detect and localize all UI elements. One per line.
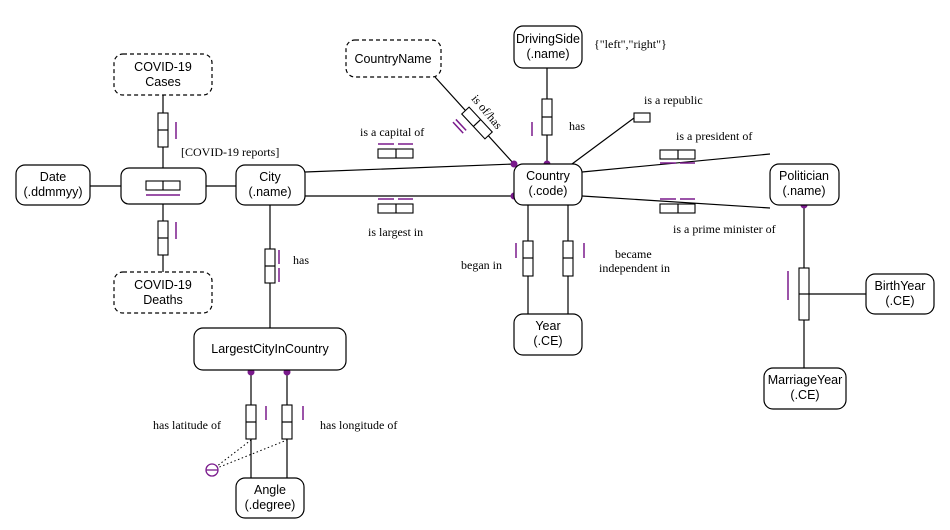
label-became: became (615, 247, 652, 261)
svg-text:Year: Year (535, 319, 560, 333)
svg-text:COVID-19: COVID-19 (134, 60, 192, 74)
svg-text:BirthYear: BirthYear (875, 279, 926, 293)
label-has-longitude-of: has longitude of (320, 418, 397, 432)
fact-labels: [COVID-19 reports] is a capital of is la… (153, 37, 776, 432)
entity-covid-cases: COVID-19 Cases (113, 53, 213, 96)
label-city-has: has (293, 253, 309, 267)
label-began-in: began in (461, 258, 502, 272)
svg-text:(.name): (.name) (526, 47, 569, 61)
svg-text:(.name): (.name) (248, 185, 291, 199)
svg-text:(.CE): (.CE) (533, 334, 562, 348)
label-driving-values: {"left","right"} (594, 37, 667, 51)
svg-text:(.name): (.name) (782, 184, 825, 198)
svg-text:CountryName: CountryName (354, 52, 431, 66)
entity-politician: Politician (.name) (769, 163, 840, 206)
label-has-latitude-of: has latitude of (153, 418, 221, 432)
entity-city: City (.name) (235, 164, 306, 206)
label-is-largest-in: is largest in (368, 225, 423, 239)
label-independent-in: independent in (599, 261, 670, 275)
label-is-capital-of: is a capital of (360, 125, 424, 139)
entity-birth-year: BirthYear (.CE) (865, 273, 935, 315)
svg-text:Date: Date (40, 170, 66, 184)
svg-text:Cases: Cases (145, 75, 180, 89)
exclusion-constraint (205, 463, 219, 477)
svg-text:Angle: Angle (254, 483, 286, 497)
role-boxes (157, 98, 810, 440)
svg-text:Politician: Politician (779, 169, 829, 183)
entity-largest-city-in-country: LargestCityInCountry (193, 327, 347, 371)
entity-angle: Angle (.degree) (235, 477, 305, 519)
role-box-republic (633, 112, 651, 123)
svg-text:DrivingSide: DrivingSide (516, 32, 580, 46)
svg-text:MarriageYear: MarriageYear (768, 373, 843, 387)
label-has-driving: has (569, 119, 585, 133)
svg-text:(.ddmmyy): (.ddmmyy) (23, 185, 82, 199)
svg-text:Country: Country (526, 169, 571, 183)
svg-text:(.degree): (.degree) (245, 498, 296, 512)
label-is-prime-minister-of: is a prime minister of (673, 222, 776, 236)
entity-country: Country (.code) (513, 163, 583, 206)
entity-year: Year (.CE) (513, 313, 583, 356)
label-covid-reports: [COVID-19 reports] (181, 145, 279, 159)
entity-marriage-year: MarriageYear (.CE) (763, 367, 847, 410)
svg-text:(.CE): (.CE) (885, 294, 914, 308)
svg-text:City: City (259, 170, 281, 184)
svg-text:LargestCityInCountry: LargestCityInCountry (211, 342, 329, 356)
svg-text:Deaths: Deaths (143, 293, 183, 307)
entity-country-name: CountryName (345, 39, 442, 78)
entity-covid-deaths: COVID-19 Deaths (113, 271, 213, 314)
label-is-president-of: is a president of (676, 129, 752, 143)
svg-text:(.CE): (.CE) (790, 388, 819, 402)
label-is-republic: is a republic (644, 93, 703, 107)
entity-driving-side: DrivingSide (.name) (513, 25, 583, 69)
svg-text:COVID-19: COVID-19 (134, 278, 192, 292)
svg-text:(.code): (.code) (529, 184, 568, 198)
entity-date: Date (.ddmmyy) (15, 164, 91, 206)
